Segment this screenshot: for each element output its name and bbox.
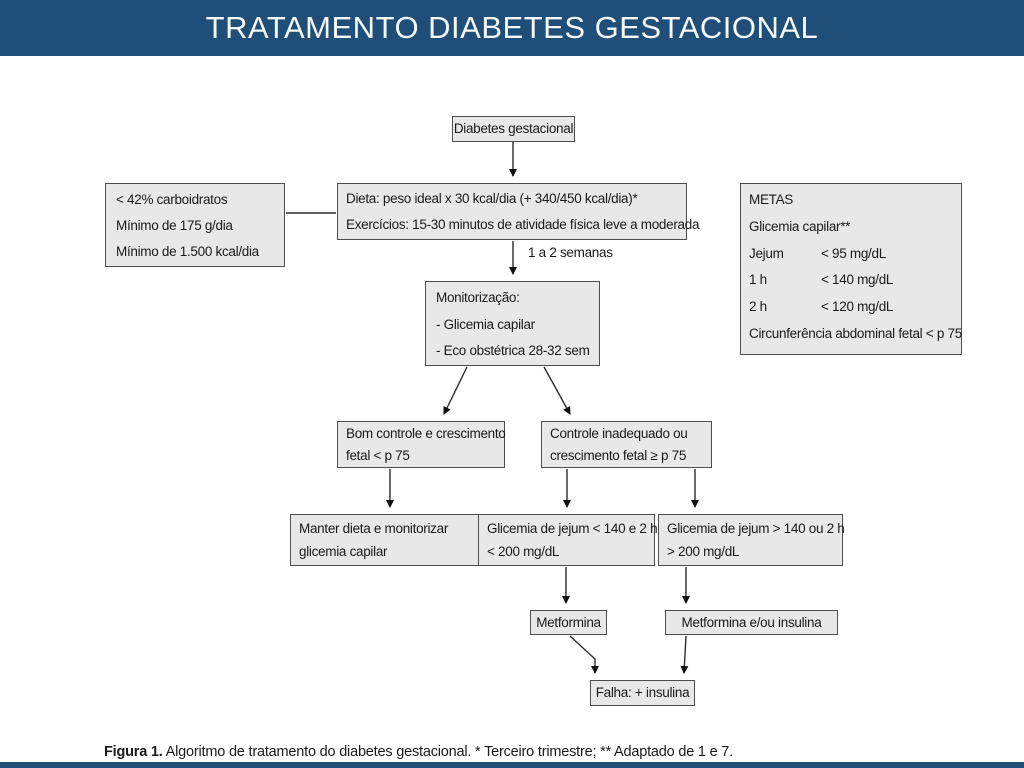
node-line: Glicemia de jejum < 140 e 2 h bbox=[487, 521, 658, 536]
metas-footer: Circunferência abdominal fetal < p 75 bbox=[749, 325, 962, 341]
node-line: - Glicemia capilar bbox=[436, 316, 535, 332]
figure-caption: Figura 1. Algoritmo de tratamento do dia… bbox=[104, 744, 733, 760]
node-text: Falha: + insulina bbox=[595, 685, 690, 700]
node-falha-insulina: Falha: + insulina bbox=[590, 680, 695, 706]
node-text: Metformina bbox=[536, 614, 601, 630]
title-bar: TRATAMENTO DIABETES GESTACIONAL bbox=[0, 0, 1024, 56]
node-controle-inadequado: Controle inadequado ou crescimento fetal… bbox=[541, 421, 712, 468]
node-diabetes-gestacional: Diabetes gestacional bbox=[452, 116, 575, 142]
metas-subtitle: Glicemia capilar** bbox=[749, 218, 851, 234]
node-line: < 42% carboidratos bbox=[116, 192, 228, 207]
node-line: glicemia capilar bbox=[299, 544, 388, 559]
bottom-accent-bar bbox=[0, 762, 1024, 768]
node-carboidratos: < 42% carboidratos Mínimo de 175 g/dia M… bbox=[105, 183, 285, 267]
metas-row-value: < 140 mg/dL bbox=[821, 272, 894, 288]
node-metformina: Metformina bbox=[530, 610, 607, 635]
node-text: Diabetes gestacional bbox=[453, 121, 574, 136]
node-line: Mínimo de 1.500 kcal/dia bbox=[116, 244, 259, 259]
node-manter-dieta: Manter dieta e monitorizar glicemia capi… bbox=[290, 514, 506, 566]
edge-label-1-a-2-semanas: 1 a 2 semanas bbox=[528, 245, 613, 260]
node-text: Metformina e/ou insulina bbox=[681, 614, 822, 630]
node-line: fetal < p 75 bbox=[346, 447, 410, 463]
node-line: - Eco obstétrica 28-32 sem bbox=[436, 343, 590, 358]
node-line: Glicemia de jejum > 140 ou 2 h bbox=[667, 521, 845, 536]
node-line: < 200 mg/dL bbox=[487, 544, 560, 559]
node-line: Dieta: peso ideal x 30 kcal/dia (+ 340/4… bbox=[346, 191, 638, 206]
metas-row-value: < 120 mg/dL bbox=[821, 299, 894, 315]
node-line: Bom controle e crescimento bbox=[346, 426, 506, 441]
node-line: Controle inadequado ou bbox=[550, 426, 688, 441]
node-glicemia-jejum-baixa: Glicemia de jejum < 140 e 2 h < 200 mg/d… bbox=[478, 514, 658, 566]
metas-row-label: Jejum bbox=[749, 245, 784, 261]
node-metformina-insulina: Metformina e/ou insulina bbox=[665, 610, 838, 635]
node-line: Mínimo de 175 g/dia bbox=[116, 218, 233, 233]
node-bom-controle: Bom controle e crescimento fetal < p 75 bbox=[337, 421, 506, 468]
node-line: crescimento fetal ≥ p 75 bbox=[550, 447, 687, 463]
figure-caption-text: Algoritmo de tratamento do diabetes gest… bbox=[162, 744, 734, 760]
slide-title: TRATAMENTO DIABETES GESTACIONAL bbox=[205, 10, 819, 45]
node-glicemia-jejum-alta: Glicemia de jejum > 140 ou 2 h > 200 mg/… bbox=[658, 514, 845, 566]
metas-title: METAS bbox=[749, 192, 794, 207]
node-line: Exercícios: 15-30 minutos de atividade f… bbox=[346, 217, 700, 232]
metas-row: 2 h < 120 mg/dL bbox=[749, 294, 953, 321]
node-metas: METAS Glicemia capilar** Jejum < 95 mg/d… bbox=[740, 183, 962, 355]
metas-row-label: 1 h bbox=[749, 272, 767, 288]
node-line: Manter dieta e monitorizar bbox=[299, 521, 449, 536]
node-line: Monitorização: bbox=[436, 290, 520, 305]
metas-row: 1 h < 140 mg/dL bbox=[749, 267, 953, 294]
metas-row-label: 2 h bbox=[749, 299, 767, 315]
figure-caption-label: Figura 1. bbox=[104, 744, 163, 760]
metas-row-value: < 95 mg/dL bbox=[821, 245, 886, 261]
metas-row: Jejum < 95 mg/dL bbox=[749, 241, 953, 268]
node-dieta-exercicios: Dieta: peso ideal x 30 kcal/dia (+ 340/4… bbox=[337, 183, 700, 240]
node-monitorizacao: Monitorização: - Glicemia capilar - Eco … bbox=[425, 281, 600, 366]
node-line: > 200 mg/dL bbox=[667, 544, 740, 559]
